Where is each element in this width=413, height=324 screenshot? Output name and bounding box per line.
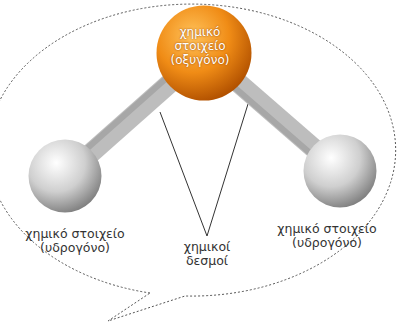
leader-lines (160, 104, 248, 236)
hydrogen-atom: χημικό στοιχείο (υδρογόνο) (10, 138, 140, 258)
sphere-fill (29, 140, 102, 213)
bond-shade (84, 76, 168, 151)
chemical-bond (88, 81, 172, 156)
hydrogen-sphere (303, 134, 377, 208)
sphere-fill (304, 135, 377, 208)
hydrogen-atom: χημικό στοιχείο (υδρογόνο) (262, 133, 392, 253)
hydrogen-sphere (28, 139, 102, 213)
atom-label: χημικό στοιχείο (οξυγόνο) (167, 4, 233, 68)
atom-caption: χημικό στοιχείο (υδρογόνο) (262, 222, 392, 251)
chemical-bond (236, 81, 317, 151)
bond-label: χημικοί δεσμοί (167, 240, 247, 269)
oxygen-atom: χημικό στοιχείο (οξυγόνο) (155, 4, 253, 102)
bubble-outline (0, 4, 396, 321)
atom-caption: χημικό στοιχείο (υδρογόνο) (10, 227, 140, 256)
bond-shade (232, 85, 313, 155)
